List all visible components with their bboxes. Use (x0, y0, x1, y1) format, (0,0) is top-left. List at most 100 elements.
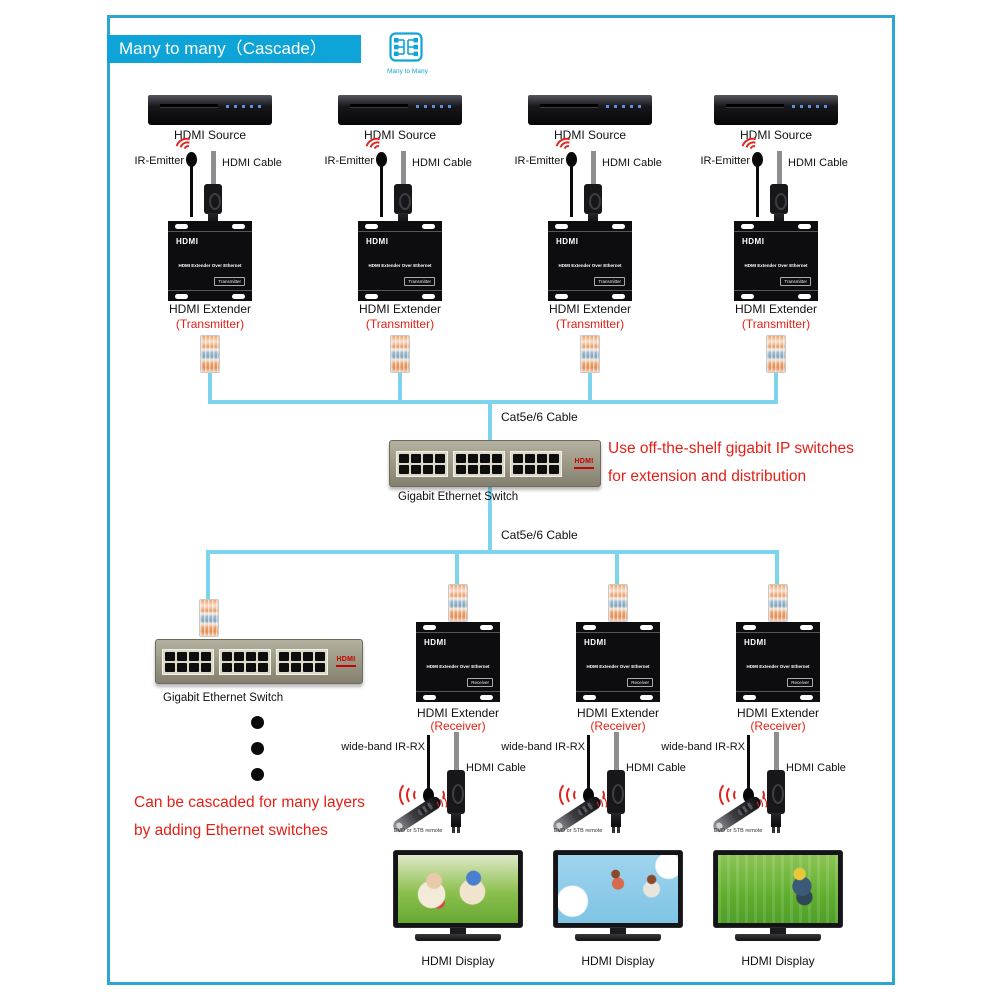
page-title: Many to many（Cascade） (119, 39, 327, 58)
mounting-ear (416, 691, 500, 702)
rj45-connector-icon (768, 584, 788, 622)
hdmi-extender-transmitter-device: HDMI HDMI Extender Over Ethernet Transmi… (358, 221, 442, 301)
tv-frame (553, 850, 683, 928)
hdmi-logo: HDMI (584, 638, 607, 647)
hdmi-source-device (714, 95, 838, 125)
extender-label: HDMI Extender (416, 706, 500, 720)
ir-emitter-wire (570, 165, 573, 217)
transmitter-column: HDMI Source IR-Emitter HDMI Cable HDMI H… (696, 95, 856, 475)
mounting-ear (736, 622, 820, 633)
hdmi-cable-label: HDMI Cable (466, 762, 526, 774)
port-group (219, 648, 271, 675)
gigabit-switch-label: Gigabit Ethernet Switch (163, 692, 284, 704)
hdmi-source-label: HDMI Source (739, 128, 813, 142)
port-group (453, 450, 505, 477)
transmitter-badge: Transmitter (780, 277, 811, 286)
hdmi-plug-icon (204, 184, 222, 225)
mounting-ear (548, 221, 632, 232)
mounting-ear (736, 691, 820, 702)
port-group (162, 648, 214, 675)
hdmi-logo: HDMI (366, 237, 389, 246)
ir-emitter-wire (190, 165, 193, 217)
transmitter-badge: Transmitter (404, 277, 435, 286)
title-bar: Many to many（Cascade） (107, 35, 361, 63)
receiver-badge: Receiver (787, 678, 813, 687)
topology-icon (389, 32, 423, 62)
hdmi-cable-wire (774, 732, 779, 772)
cat5-cable-label: Cat5e/6 Cable (501, 410, 578, 424)
mounting-ear (168, 290, 252, 301)
hdmi-cable-label: HDMI Cable (602, 157, 662, 169)
transmitter-label: (Transmitter) (555, 317, 625, 331)
hdmi-display-label: HDMI Display (741, 954, 815, 968)
rj45-connector-icon (200, 335, 220, 373)
extender-label: HDMI Extender (168, 302, 252, 316)
extender-label: HDMI Extender (734, 302, 818, 316)
hdmi-plug-icon (767, 770, 785, 833)
ir-signal-icon (716, 780, 742, 810)
hdmi-source-label: HDMI Source (553, 128, 627, 142)
ir-rx-wire (427, 735, 430, 791)
hdmi-display-device (393, 850, 523, 941)
receiver-label: (Receiver) (590, 719, 646, 733)
device-panel-text: HDMI Extender Over Ethernet (178, 263, 242, 268)
receiver-column: HDMI HDMI Extender Over Ethernet Receive… (661, 620, 858, 1000)
hdmi-display-device (713, 850, 843, 941)
device-panel-text: HDMI Extender Over Ethernet (744, 263, 808, 268)
wideband-ir-rx-label: wide-band IR-RX (661, 741, 745, 753)
cascade-note-line2: by adding Ethernet switches (134, 822, 328, 839)
gigabit-switch-device: HDMI (389, 440, 601, 487)
transmitter-column: HDMI Source IR-Emitter HDMI Cable HDMI H… (130, 95, 290, 475)
cat5-cable-line (208, 371, 212, 404)
cat5-cable-line (774, 371, 778, 404)
hdmi-plug-icon (584, 184, 602, 225)
hdmi-cable-label: HDMI Cable (222, 157, 282, 169)
mounting-ear (576, 622, 660, 633)
hdmi-logo: HDMI (742, 237, 765, 246)
receiver-badge: Receiver (467, 678, 493, 687)
wideband-ir-rx-label: wide-band IR-RX (341, 741, 425, 753)
receiver-label: (Receiver) (750, 719, 806, 733)
remote-label: DVD or STB remote (713, 828, 763, 834)
tv-stand (450, 928, 466, 934)
ir-emitter-icon (376, 152, 387, 167)
receiver-column: HDMI HDMI Extender Over Ethernet Receive… (341, 620, 538, 1000)
cat5-cable-line (398, 371, 402, 404)
hdmi-extender-receiver-device: HDMI HDMI Extender Over Ethernet Receive… (576, 622, 660, 702)
cat5-cable-label: Cat5e/6 Cable (501, 528, 578, 542)
remote-label: DVD or STB remote (393, 828, 443, 834)
hdmi-display-device (553, 850, 683, 941)
cascade-note-line1: Can be cascaded for many layers (134, 794, 365, 811)
receiver-label: (Receiver) (430, 719, 486, 733)
wideband-ir-rx-label: wide-band IR-RX (501, 741, 585, 753)
extender-label: HDMI Extender (548, 302, 632, 316)
device-panel-text: HDMI Extender Over Ethernet (558, 263, 622, 268)
hdmi-logo: HDMI (744, 638, 767, 647)
cat5-cable-bus (206, 550, 779, 554)
remote-label: DVD or STB remote (553, 828, 603, 834)
extender-label: HDMI Extender (736, 706, 820, 720)
gigabit-switch-device: HDMI (155, 639, 363, 684)
hdmi-plug-icon (447, 770, 465, 833)
tv-frame (713, 850, 843, 928)
ir-emitter-icon (566, 152, 577, 167)
tv-stand-base (575, 934, 661, 941)
rj45-connector-icon (580, 335, 600, 373)
tv-stand (770, 928, 786, 934)
hdmi-cable-wire (211, 151, 216, 185)
ir-emitter-label: IR-Emitter (700, 155, 751, 167)
gigabit-switch-label: Gigabit Ethernet Switch (398, 491, 519, 503)
extender-label: HDMI Extender (358, 302, 442, 316)
ir-emitter-icon (186, 152, 197, 167)
transmitter-column: HDMI Source IR-Emitter HDMI Cable HDMI H… (320, 95, 480, 475)
hdmi-logo: HDMI (556, 237, 579, 246)
tv-screen (398, 855, 518, 923)
hdmi-cable-wire (401, 151, 406, 185)
cat5-cable-bus (208, 400, 778, 404)
hdmi-source-device (528, 95, 652, 125)
switch-hdmi-logo: HDMI (336, 656, 356, 667)
rj45-connector-icon (390, 335, 410, 373)
hdmi-display-label: HDMI Display (421, 954, 495, 968)
ir-emitter-icon (752, 152, 763, 167)
switch-note-line2: for extension and distribution (608, 468, 807, 485)
